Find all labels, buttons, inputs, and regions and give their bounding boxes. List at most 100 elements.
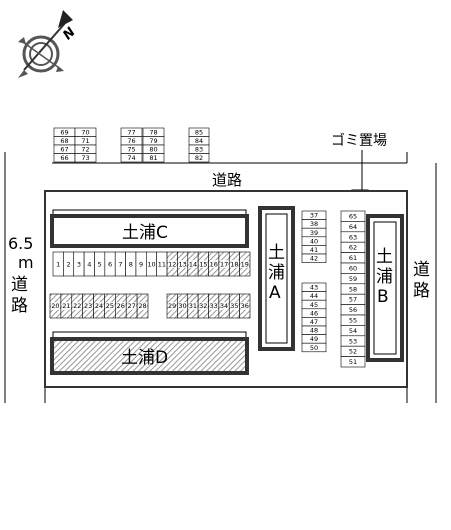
road-left-unit: m — [18, 253, 34, 272]
road-left-label-1: 道 — [11, 275, 28, 295]
parking-space-69-label: 69 — [60, 129, 68, 137]
parking-space-83-label: 83 — [195, 146, 203, 154]
north-label: N — [60, 25, 78, 43]
road-right-label-2: 路 — [413, 281, 430, 301]
parking-space-78-label: 78 — [149, 129, 157, 137]
parking-space-19-label-bg — [240, 260, 249, 268]
parking-space-50-label: 50 — [310, 344, 318, 352]
parking-space-59-label: 59 — [349, 275, 357, 283]
parking-space-6-label: 6 — [108, 260, 112, 268]
parking-space-82 — [188, 153, 210, 163]
parking-space-40-label: 40 — [310, 237, 318, 245]
parking-space-19-label: 19 — [241, 260, 249, 268]
parking-space-58-label: 58 — [349, 285, 357, 293]
parking-space-32-label-bg — [199, 302, 208, 310]
parking-space-29-label: 29 — [168, 302, 176, 310]
parking-space-12-label: 12 — [168, 260, 176, 268]
building-a-label-3: A — [269, 283, 281, 303]
parking-space-81 — [142, 153, 165, 163]
parking-space-55-label: 55 — [349, 317, 357, 325]
parking-space-50 — [301, 342, 327, 353]
parking-space-20-label-bg — [51, 302, 60, 310]
parking-space-33-label-bg — [209, 302, 218, 310]
parking-space-42-label: 42 — [310, 255, 318, 263]
parking-space-47-label: 47 — [310, 318, 318, 326]
parking-space-66-label: 66 — [60, 154, 68, 162]
parking-space-36-label: 36 — [241, 302, 249, 310]
parking-space-31-label-bg — [188, 302, 198, 310]
road-top-label: 道路 — [212, 171, 242, 189]
parking-space-22-label-bg — [72, 302, 82, 310]
parking-space-25-label: 25 — [106, 302, 114, 310]
parking-space-17-label-bg — [219, 260, 229, 268]
building-b-label-1: 土 — [376, 247, 393, 267]
parking-space-57-label: 57 — [349, 296, 357, 304]
parking-space-5-label: 5 — [98, 260, 102, 268]
parking-space-9-label: 9 — [139, 260, 143, 268]
parking-space-54-label: 54 — [349, 327, 357, 335]
building-d-label: 土浦D — [121, 348, 168, 368]
parking-space-1-label: 1 — [56, 260, 60, 268]
parking-space-31-label: 31 — [189, 302, 197, 310]
parking-space-27-label: 27 — [128, 302, 136, 310]
compass-rose-icon — [18, 10, 73, 78]
parking-space-15-label: 15 — [199, 260, 207, 268]
building-c-label: 土浦C — [122, 223, 168, 243]
parking-space-61-label: 61 — [349, 254, 357, 262]
parking-space-37-label: 37 — [310, 212, 318, 220]
parking-space-34-label-bg — [219, 302, 229, 310]
building-b-label-3: B — [377, 287, 389, 307]
building-a-label-1: 土 — [268, 243, 285, 263]
parking-space-74 — [120, 153, 143, 163]
parking-space-35-label: 35 — [230, 302, 238, 310]
parking-space-8-label: 8 — [129, 260, 133, 268]
parking-space-49-label: 49 — [310, 335, 318, 343]
parking-space-18-label-bg — [230, 260, 239, 268]
parking-space-28-label: 28 — [138, 302, 146, 310]
parking-space-42 — [301, 253, 327, 263]
parking-space-33-label: 33 — [210, 302, 218, 310]
parking-space-77-label: 77 — [127, 129, 135, 137]
parking-space-10-label: 10 — [147, 260, 155, 268]
parking-space-13-label: 13 — [178, 260, 186, 268]
parking-space-48-label: 48 — [310, 327, 318, 335]
parking-space-67-label: 67 — [60, 146, 68, 154]
parking-space-36-label-bg — [240, 302, 249, 310]
parking-space-2-label: 2 — [66, 260, 70, 268]
road-left-label-2: 路 — [11, 296, 28, 316]
parking-space-64-label: 64 — [349, 223, 357, 231]
parking-space-80-label: 80 — [149, 146, 157, 154]
parking-space-16-label: 16 — [210, 260, 218, 268]
parking-space-23-label: 23 — [84, 302, 92, 310]
parking-space-25-label-bg — [105, 302, 115, 310]
parking-space-4-label: 4 — [87, 260, 91, 268]
parking-space-56-label: 56 — [349, 306, 357, 314]
parking-space-21-label: 21 — [62, 302, 70, 310]
parking-space-21-label-bg — [61, 302, 71, 310]
parking-space-71-label: 71 — [81, 137, 89, 145]
parking-space-51 — [340, 356, 366, 368]
garbage-area-label: ゴミ置場 — [331, 132, 387, 149]
parking-space-45-label: 45 — [310, 301, 318, 309]
parking-space-3-label: 3 — [77, 260, 81, 268]
parking-space-43-label: 43 — [310, 284, 318, 292]
parking-space-41-label: 41 — [310, 246, 318, 254]
parking-space-30-label-bg — [178, 302, 187, 310]
parking-space-27-label-bg — [127, 302, 137, 310]
building-a-inner — [265, 213, 288, 344]
parking-space-68-label: 68 — [60, 137, 68, 145]
road-right-label-1: 道 — [413, 260, 430, 280]
parking-space-26-label: 26 — [117, 302, 125, 310]
parking-space-84-label: 84 — [195, 137, 203, 145]
parking-space-75-label: 75 — [127, 146, 135, 154]
parking-space-20-label: 20 — [51, 302, 59, 310]
parking-space-18-label: 18 — [230, 260, 238, 268]
parking-space-12-label-bg — [168, 260, 177, 268]
parking-space-65-label: 65 — [349, 213, 357, 221]
parking-space-26-label-bg — [116, 302, 126, 310]
building-d-label-bg — [118, 345, 184, 367]
